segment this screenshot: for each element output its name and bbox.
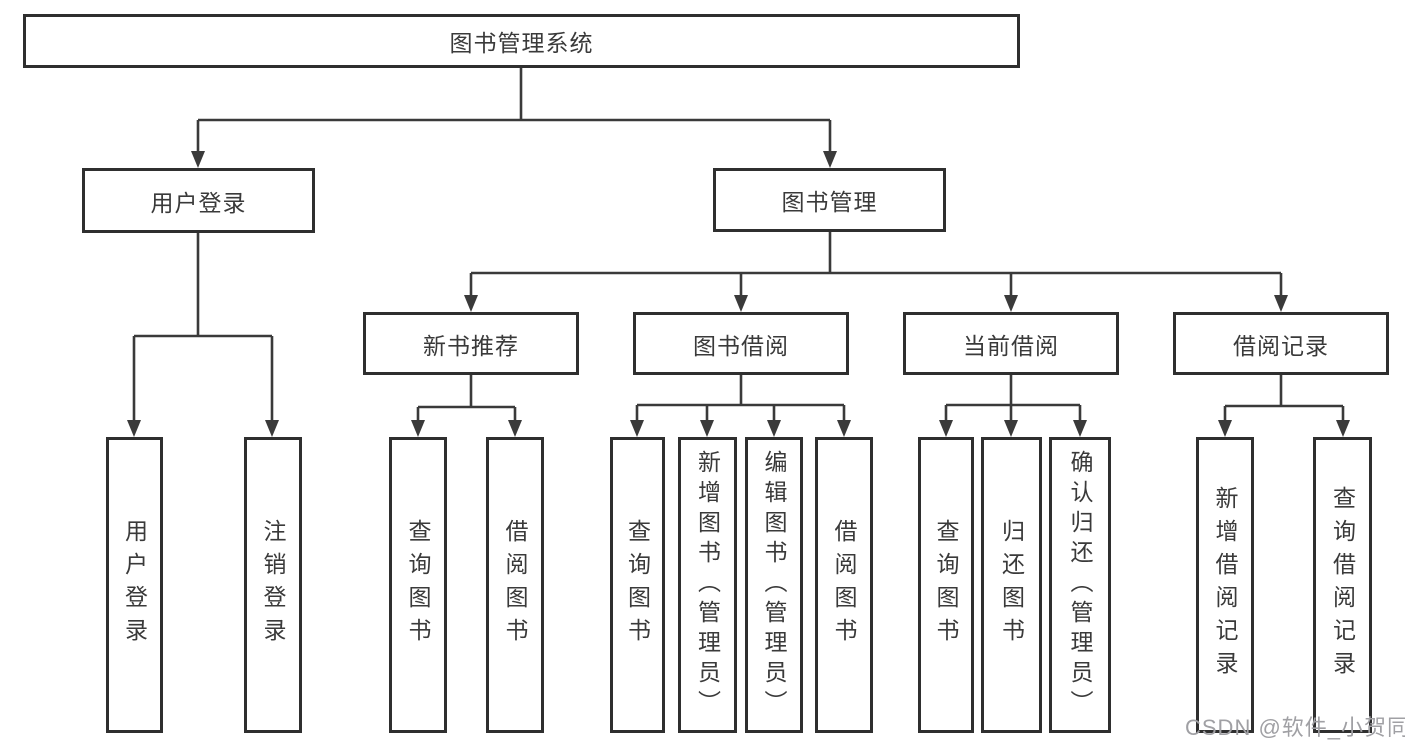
leaf-query-books-recommend-label: 查询图书 [405,519,431,651]
node-library-management-system: 图书管理系统 [23,14,1020,68]
node-user-login: 用户登录 [82,168,315,233]
leaf-edit-book-admin-label: 编辑图书（管理员） [761,450,787,720]
node-book-borrowing: 图书借阅 [633,312,849,375]
leaf-add-borrow-record-label: 新增借阅记录 [1212,486,1238,684]
node-new-book-recommendation: 新书推荐 [363,312,579,375]
leaf-add-book-admin: 新增图书（管理员） [678,437,737,733]
leaf-borrow-books-borrowing: 借阅图书 [815,437,873,733]
leaf-query-borrow-record: 查询借阅记录 [1313,437,1372,733]
node-borrowing-records-label: 借阅记录 [1233,332,1329,359]
leaf-query-borrow-record-label: 查询借阅记录 [1329,486,1356,684]
connector-new-book-recommendation-children [411,375,522,437]
leaf-edit-book-admin: 编辑图书（管理员） [745,437,803,733]
node-book-management-label: 图书管理 [781,189,878,215]
leaf-query-books-borrowing: 查询图书 [610,437,665,733]
node-current-borrowing: 当前借阅 [903,312,1119,375]
node-book-management: 图书管理 [713,168,946,232]
leaf-return-books-label: 归还图书 [998,519,1025,651]
leaf-borrow-books-recommend-label: 借阅图书 [502,519,528,651]
node-new-book-recommendation-label: 新书推荐 [423,332,519,359]
leaf-add-borrow-record: 新增借阅记录 [1196,437,1254,733]
leaf-return-books: 归还图书 [981,437,1042,733]
leaf-query-books-borrowing-label: 查询图书 [624,519,651,651]
leaf-user-login-label: 用户登录 [121,519,148,651]
connector-book-borrowing-children [630,375,851,437]
leaf-logout-label: 注销登录 [260,519,286,651]
leaf-query-books-current: 查询图书 [918,437,974,733]
leaf-logout: 注销登录 [244,437,302,733]
leaf-add-book-admin-label: 新增图书（管理员） [694,450,721,720]
leaf-user-login: 用户登录 [106,437,163,733]
connector-current-borrowing-children [939,375,1087,437]
node-library-management-system-label: 图书管理系统 [449,30,594,56]
leaf-borrow-books-borrowing-label: 借阅图书 [831,519,857,651]
node-user-login-label: 用户登录 [150,189,247,216]
connector-borrowing-records-children [1218,375,1350,437]
connector-user-login-children [127,233,279,437]
connector-book-management-children [464,232,1288,312]
connector-root-to-level2 [191,68,837,168]
csdn-watermark: CSDN @软件_小贺同学 [1185,715,1405,740]
node-borrowing-records: 借阅记录 [1173,312,1389,375]
leaf-borrow-books-recommend: 借阅图书 [486,437,544,733]
leaf-confirm-return-admin-label: 确认归还（管理员） [1067,450,1093,720]
node-book-borrowing-label: 图书借阅 [693,332,789,359]
node-current-borrowing-label: 当前借阅 [963,332,1059,359]
leaf-query-books-current-label: 查询图书 [933,519,959,651]
leaf-confirm-return-admin: 确认归还（管理员） [1049,437,1111,733]
leaf-query-books-recommend: 查询图书 [389,437,447,733]
